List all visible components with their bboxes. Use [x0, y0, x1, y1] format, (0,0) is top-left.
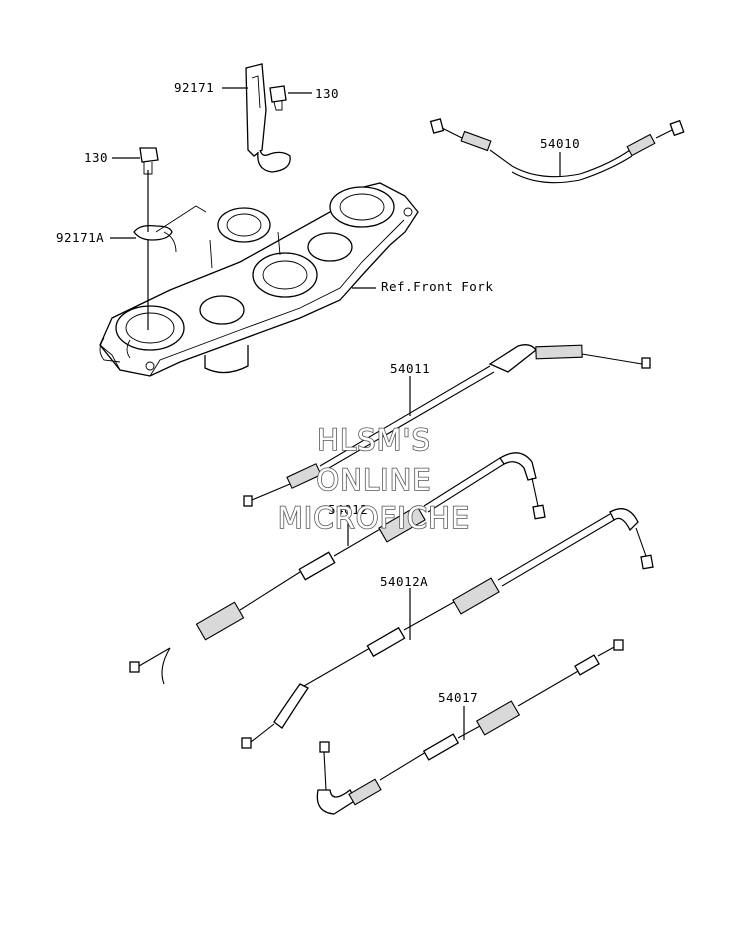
bolt-130-left	[139, 147, 159, 175]
cable-clamp-92171	[245, 63, 291, 173]
label-130-top: 130	[315, 86, 339, 101]
label-54010: 54010	[540, 136, 580, 151]
watermark-line-1: HLSM'S	[317, 423, 431, 457]
cable-54012A	[241, 508, 654, 749]
cable-54010	[429, 118, 685, 184]
label-92171: 92171	[174, 80, 214, 95]
label-54017: 54017	[438, 690, 478, 705]
label-92171A: 92171A	[56, 230, 104, 245]
cable-clamp-92171A	[133, 205, 207, 253]
label-54012A: 54012A	[380, 574, 428, 589]
watermark-line-2: ONLINE	[316, 463, 431, 497]
cable-54017	[316, 639, 624, 815]
watermark-line-3: MICROFICHE	[278, 501, 470, 535]
callout-lines	[110, 87, 561, 740]
label-54012: 54012	[328, 502, 368, 517]
watermark: HLSM'S ONLINE MICROFICHE	[277, 422, 470, 536]
label-130-left: 130	[84, 150, 108, 165]
label-54011: 54011	[390, 361, 430, 376]
label-ref-front-fork: Ref.Front Fork	[381, 279, 493, 294]
bolt-130-top	[269, 85, 287, 111]
cable-54011	[243, 344, 651, 507]
cable-54012	[129, 452, 546, 685]
upper-fork-bracket	[99, 182, 419, 377]
